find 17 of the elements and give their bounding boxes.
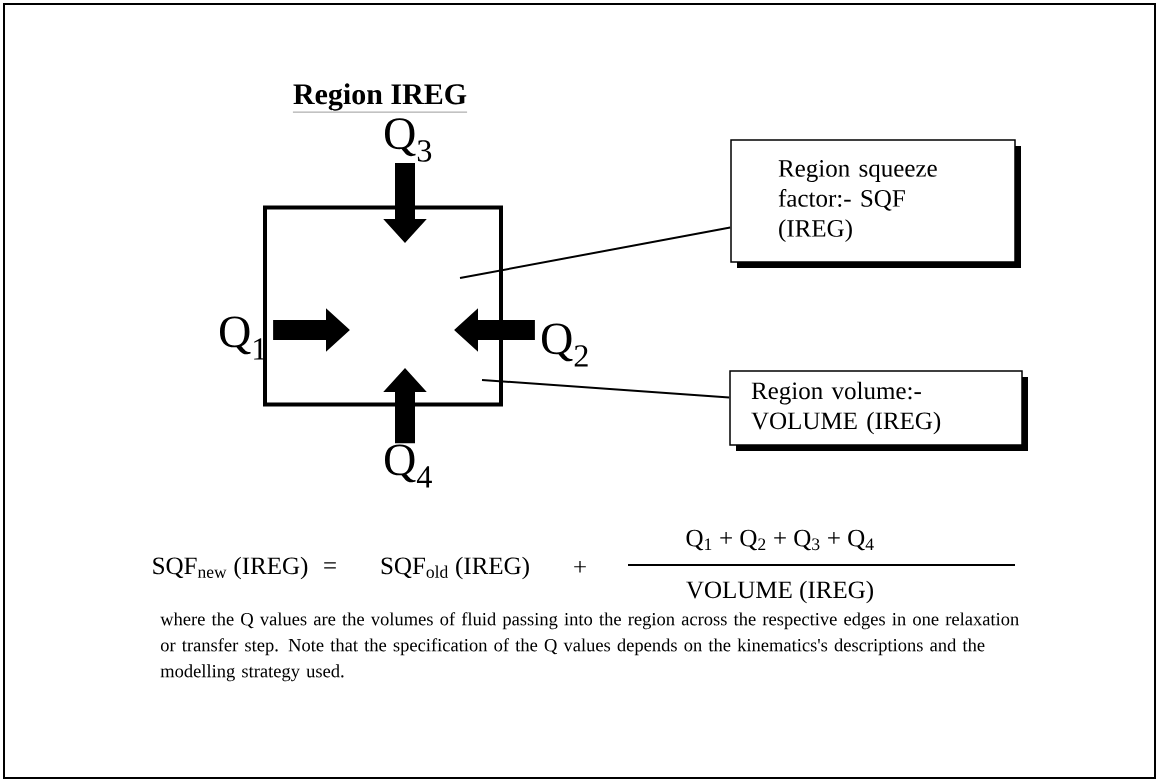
note-box: Region volume:- VOLUME (IREG): [729, 370, 1028, 451]
equation-sign: =: [324, 562, 336, 569]
title: Region IREG: [292, 83, 468, 113]
note-box: Region squeeze factor:- SQF (IREG): [730, 139, 1021, 268]
leader-line: [459, 226, 732, 279]
equation-term: VOLUME (IREG): [686, 580, 873, 604]
equation-term: Q$_{1}$ + Q$_{2}$ + Q$_{3}$ + Q$_{4}$: [686, 529, 874, 551]
flow-label: Q$_{1}$: [220, 316, 266, 360]
flow-label: Q$_{2}$: [542, 323, 588, 367]
equation-term: SQF$_{old}$ (IREG): [381, 556, 529, 580]
equation-sign: +: [574, 560, 586, 573]
flow-label: Q$_{3}$: [385, 118, 432, 162]
equation-term: SQF$_{new}$ (IREG): [153, 556, 308, 580]
region-square: [263, 205, 503, 407]
caption: where the Q values are the volumes of fluid passing into the region across the respective edges in one relaxation or transfer step. Note that the specification of the Q values depends on the kinematics's descriptions and the modelling strategy used.: [160, 612, 1019, 682]
leader-line: [481, 379, 731, 399]
flow-label: Q$_{4}$: [385, 444, 432, 488]
